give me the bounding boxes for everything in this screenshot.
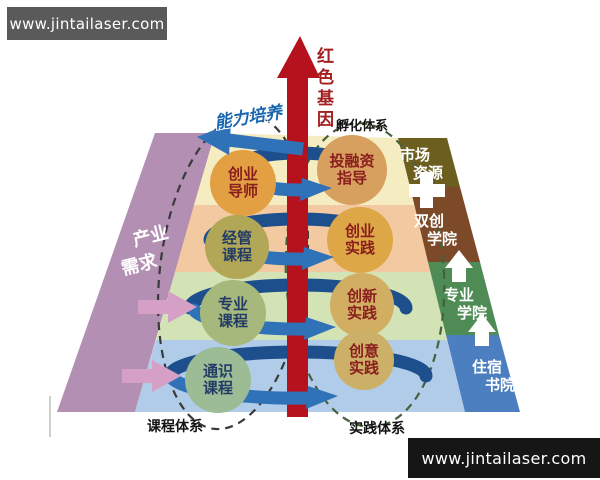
industry-arrow-general bbox=[122, 360, 181, 392]
residential-college-band bbox=[446, 335, 520, 412]
circle-text: 创新 bbox=[346, 287, 377, 305]
circle-text: 课程 bbox=[221, 246, 252, 264]
market-resources-band bbox=[398, 138, 460, 187]
rc-line: 学院 bbox=[427, 230, 458, 248]
circle-general-courses: 通识 课程 bbox=[185, 347, 251, 413]
rc-line: 书院 bbox=[485, 376, 516, 394]
circle-text: 创意 bbox=[348, 342, 379, 360]
professional-college-label: 专业 学院 bbox=[444, 286, 487, 322]
market-resources-label: 市场 资源 bbox=[400, 146, 443, 182]
circle-innovation-practice: 创新 实践 bbox=[330, 273, 394, 337]
residential-college-label: 住宿 书院 bbox=[472, 358, 515, 394]
up-arrow-icon bbox=[445, 250, 473, 282]
circle-text: 导师 bbox=[227, 182, 258, 200]
circle-text: 创业 bbox=[227, 165, 258, 183]
circle-financing-guidance: 投融资 指导 bbox=[317, 135, 387, 205]
red-gene-label: 红色基因 bbox=[313, 47, 333, 131]
rc-line: 资源 bbox=[413, 164, 444, 182]
rc-line: 市场 bbox=[400, 146, 431, 164]
rc-line: 专业 bbox=[444, 286, 475, 304]
circle-text: 通识 bbox=[202, 362, 233, 380]
circle-creative-practice: 创意 实践 bbox=[334, 330, 394, 390]
industry-demand-band bbox=[57, 133, 215, 412]
rc-line: 学院 bbox=[457, 304, 488, 322]
course-system-label: 课程体系 bbox=[147, 419, 203, 435]
right-column-icons bbox=[409, 172, 496, 346]
circle-text: 课程 bbox=[202, 379, 233, 397]
rc-line: 双创 bbox=[414, 212, 445, 230]
watermark-bottom: www.jintailaser.com bbox=[408, 438, 600, 478]
circle-major-courses: 专业 课程 bbox=[200, 280, 266, 346]
watermark-top: www.jintailaser.com bbox=[7, 7, 167, 40]
industry-arrow-major bbox=[138, 291, 197, 323]
circle-venture-practice: 创业 实践 bbox=[327, 207, 393, 273]
circle-venture-mentor: 创业 导师 bbox=[210, 150, 276, 216]
circle-text: 课程 bbox=[217, 312, 248, 330]
up-arrow-icon bbox=[468, 314, 496, 346]
rc-line: 住宿 bbox=[472, 358, 503, 376]
circle-text: 经管 bbox=[221, 229, 252, 247]
circle-management-courses: 经管 课程 bbox=[205, 215, 269, 279]
circle-text: 投融资 bbox=[329, 152, 375, 170]
practice-system-label: 实践体系 bbox=[349, 421, 405, 437]
incubation-system-label: 孵化体系 bbox=[336, 119, 389, 134]
innovation-college-label: 双创 学院 bbox=[414, 212, 457, 248]
circle-text: 实践 bbox=[346, 304, 377, 322]
circle-text: 创业 bbox=[344, 222, 375, 240]
circle-text: 实践 bbox=[348, 359, 379, 377]
circle-text: 指导 bbox=[336, 169, 367, 187]
circle-text: 专业 bbox=[217, 295, 248, 313]
circle-text: 实践 bbox=[344, 239, 375, 257]
plus-icon bbox=[409, 172, 445, 208]
